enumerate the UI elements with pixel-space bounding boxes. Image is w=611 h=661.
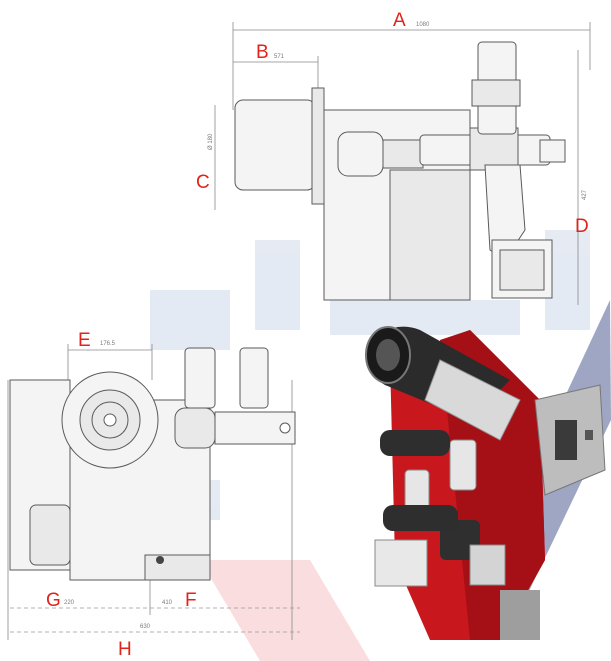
label-f: F bbox=[185, 590, 197, 611]
dim-c-value: Ø 180 bbox=[208, 133, 214, 150]
burner-3d-illustration bbox=[365, 326, 606, 640]
dim-f-value: 410 bbox=[162, 600, 173, 606]
label-c: C bbox=[196, 172, 210, 193]
label-g: G bbox=[46, 590, 61, 611]
dim-b-value: 571 bbox=[274, 54, 285, 60]
label-d: D bbox=[575, 216, 589, 237]
front-view-drawing bbox=[7, 344, 300, 640]
label-h: H bbox=[118, 639, 132, 660]
side-view-drawing bbox=[214, 22, 591, 305]
dim-h-value: 630 bbox=[140, 624, 151, 630]
dim-g-value: 220 bbox=[64, 600, 75, 606]
label-e: E bbox=[78, 330, 91, 351]
dim-e-value: 176.5 bbox=[100, 341, 116, 347]
label-a: A bbox=[393, 10, 406, 31]
dim-a-value: 1080 bbox=[416, 22, 430, 28]
dim-d-value: 427 bbox=[582, 189, 588, 200]
label-b: B bbox=[256, 42, 269, 63]
